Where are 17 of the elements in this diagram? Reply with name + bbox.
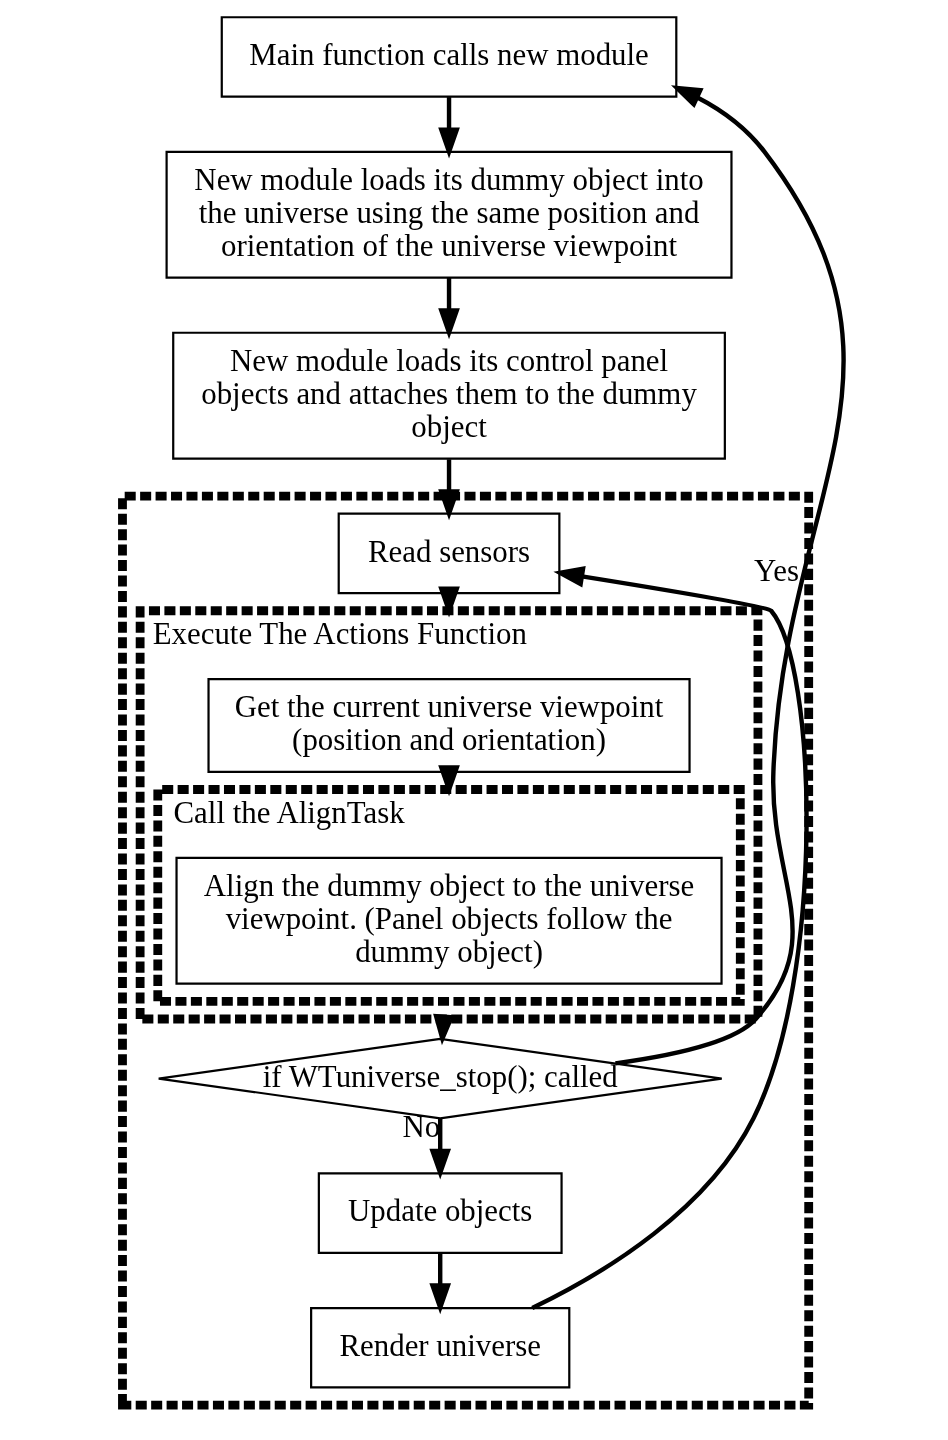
arrow	[437, 97, 460, 159]
arrow	[428, 1118, 451, 1180]
node-box: New module loads its dummy object into the universe using the same position and orientation of the universe viewpoint	[165, 150, 733, 279]
arrow	[428, 1253, 451, 1315]
arrow	[437, 459, 460, 521]
arrow	[530, 566, 809, 1310]
node-box: Main function calls new module	[220, 16, 677, 98]
arrow	[437, 277, 460, 340]
arrow	[614, 85, 845, 1066]
node-box: Render universe	[309, 1306, 570, 1389]
node-box: Update objects	[317, 1172, 563, 1254]
node-box: New module loads its control panel objects and attaches them to the dummy object	[171, 331, 726, 460]
arrow	[437, 765, 460, 797]
arrow	[432, 1013, 455, 1046]
edge-label: Yes	[753, 553, 799, 589]
arrow	[437, 586, 460, 618]
node-box: Align the dummy object to the universe viewpoint. (Panel objects follow the dummy object)	[174, 856, 723, 985]
